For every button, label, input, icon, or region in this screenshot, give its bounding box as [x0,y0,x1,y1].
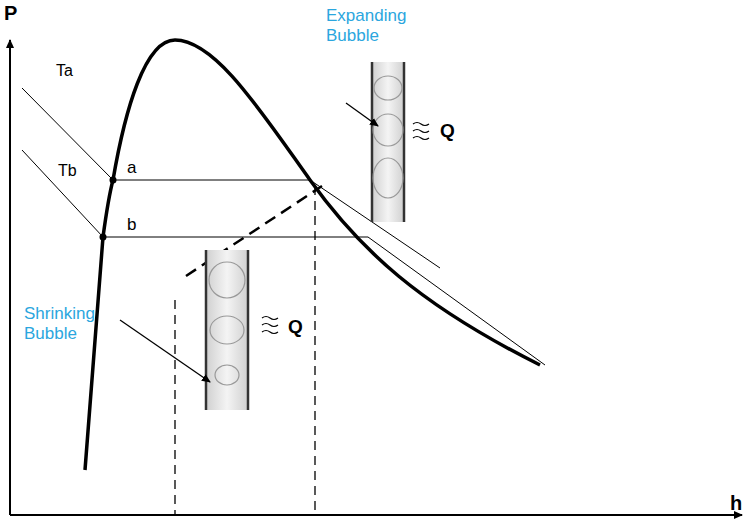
isotherm-label: Tb [58,162,88,180]
dashed-line [174,300,175,515]
state-point [100,234,107,241]
h-axis [10,514,742,516]
tube-fill [206,250,248,410]
tube-fill [372,62,404,222]
bubble [209,262,245,298]
point-label: a [127,158,147,178]
bubble [373,158,403,198]
leader-line [120,320,210,382]
bubble [215,365,239,385]
p-axis [9,40,11,515]
isotherm-label: Ta [56,62,86,80]
saturation-dome [85,40,540,470]
callout-text: Shrinking Bubble [24,304,109,343]
state-point [110,177,117,184]
tube-wall [247,250,250,410]
dashed-line [314,186,315,515]
axis-label: h [730,492,750,515]
leader-line [346,103,378,126]
callout-text: Expanding Bubble [326,6,416,45]
heat-wave [413,123,429,140]
tube-wall [371,62,374,222]
bubble [373,114,403,146]
heat-wave [262,317,278,334]
heat-label: Q [440,120,470,142]
point-label: b [127,215,147,235]
bubble [210,316,244,344]
tube-wall [205,250,208,410]
axis-label: P [4,2,34,25]
bubble [374,76,402,100]
tube-wall [403,62,406,222]
heat-label: Q [288,316,318,338]
